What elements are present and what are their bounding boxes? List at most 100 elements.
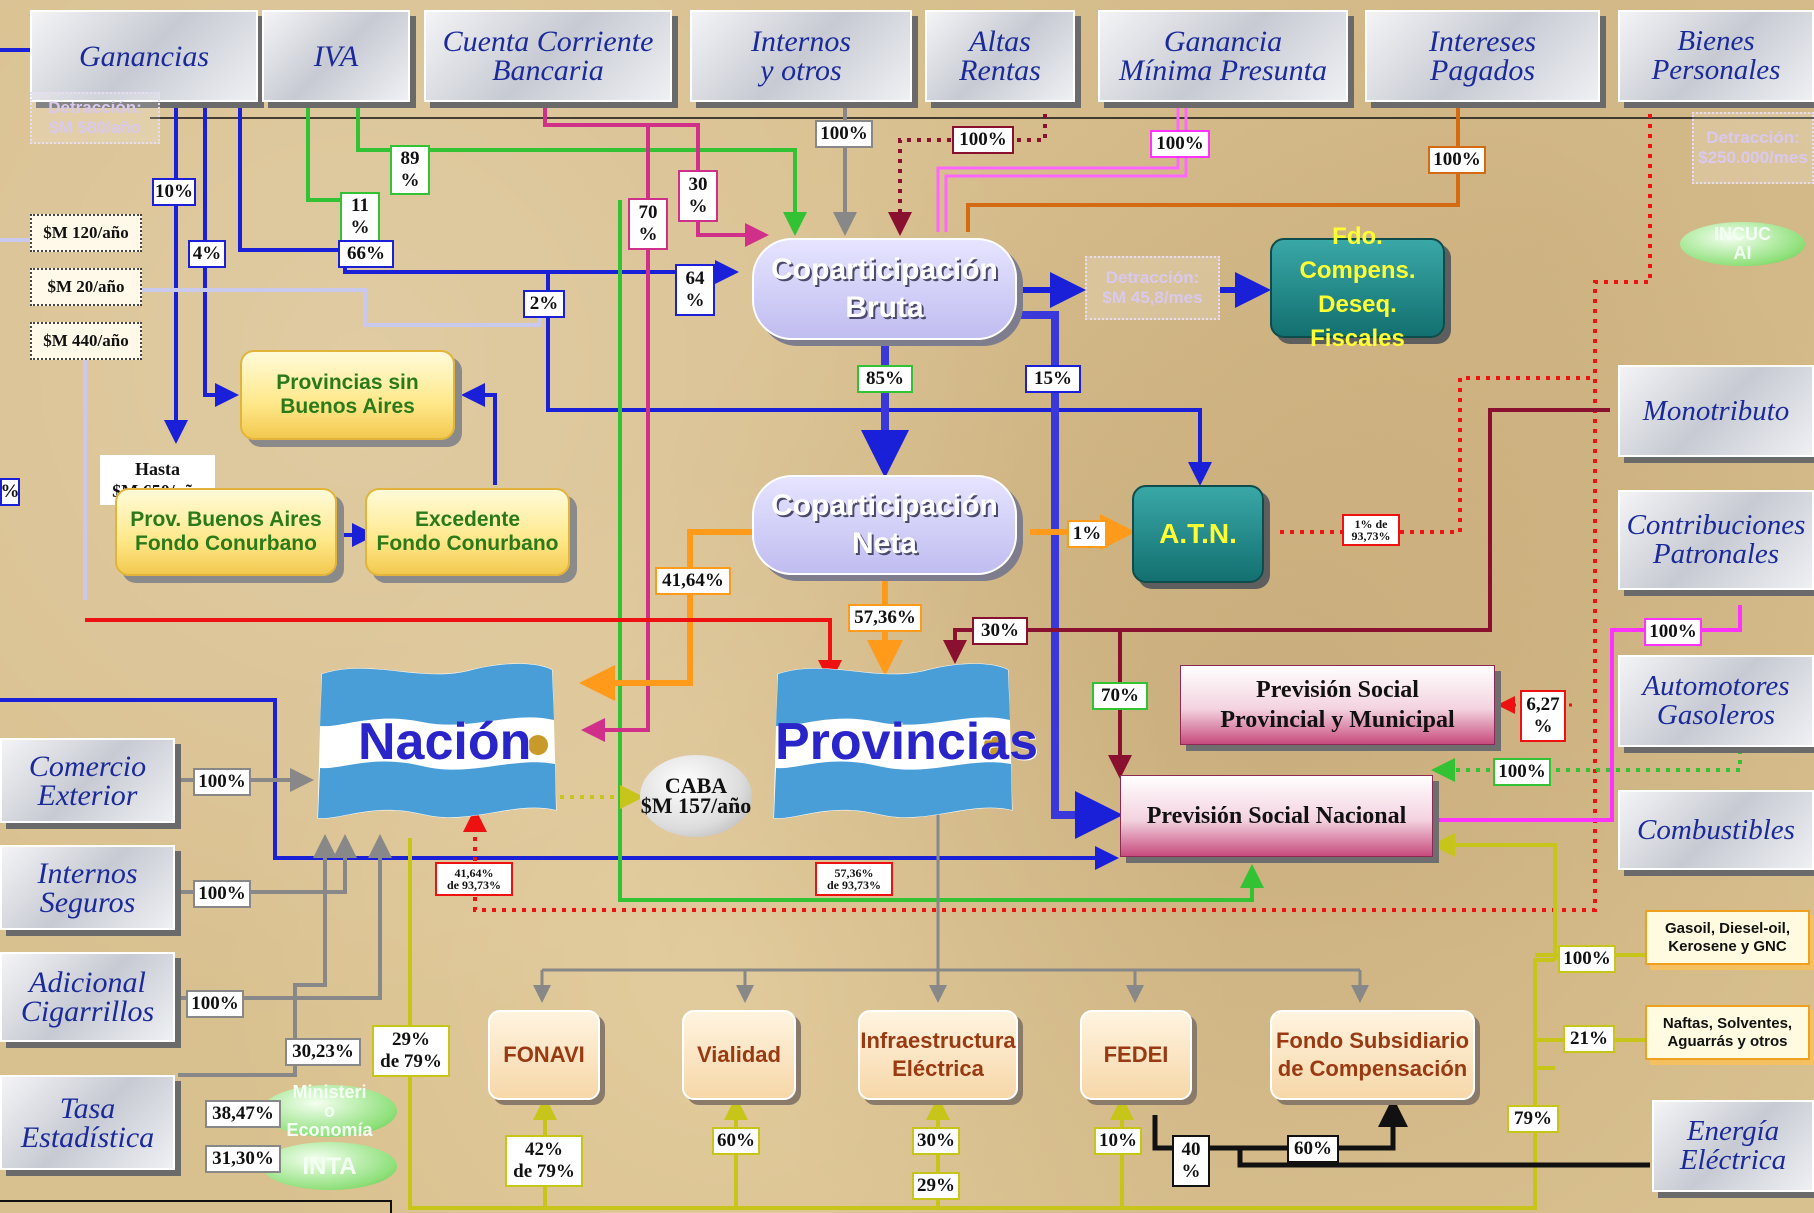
pct-15-text: 15% xyxy=(1034,368,1072,389)
pct-40: 40 % xyxy=(1172,1135,1210,1187)
tax-altas-rentas: Altas Rentas xyxy=(925,10,1075,102)
pct-60: 60% xyxy=(712,1127,760,1155)
tax-intereses-pagados: Intereses Pagados xyxy=(1365,10,1600,102)
detraccion-bruta: Detracción: $M 45,8/mes xyxy=(1085,256,1220,320)
pct-89-text: 89 % xyxy=(400,148,420,191)
pct-41-de: 41,64% de 93,73% xyxy=(435,862,513,896)
node-caba-label: CABA $M 157/año xyxy=(640,773,752,818)
pct-100-cigarrillos-text: 100% xyxy=(191,993,239,1014)
pct-41-de-text: 41,64% de 93,73% xyxy=(447,866,501,892)
node-excedente: Excedente Fondo Conurbano xyxy=(365,488,570,576)
tax-adicional-cigarrillos-label: Adicional Cigarrillos xyxy=(20,966,155,1028)
node-ministerio-label: Ministeri o Economía xyxy=(286,1081,373,1140)
node-fonavi: FONAVI xyxy=(488,1010,600,1100)
flag-provincias-label: Provincias xyxy=(775,713,1039,771)
frame-line xyxy=(0,1200,392,1202)
flag-nacion-label: Nación xyxy=(358,713,532,771)
node-vialidad: Vialidad xyxy=(682,1010,796,1100)
pct-1-text: 1% xyxy=(1072,523,1102,544)
pct-100-intereses-text: 100% xyxy=(1433,149,1481,170)
pct-57-36-text: 57,36% xyxy=(854,607,916,628)
detraccion-bruta-text: Detracción: $M 45,8/mes xyxy=(1102,268,1203,307)
tax-tasa-estadistica: Tasa Estadística xyxy=(0,1075,175,1170)
node-infraestructura: Infraestructura Eléctrica xyxy=(858,1010,1018,1100)
tax-bienes-personales-label: Bienes Personales xyxy=(1651,25,1781,86)
pct-66: 66% xyxy=(338,240,394,268)
node-atn-label: A.T.N. xyxy=(1159,518,1237,549)
pct-64-text: 64 % xyxy=(685,268,705,311)
pct-100-seguros-text: 100% xyxy=(198,883,246,904)
frame-line-vertical xyxy=(390,1200,392,1213)
pct-100-auto-text: 100% xyxy=(1498,761,1546,782)
tax-internos-otros-label: Internos y otros xyxy=(751,25,851,87)
pct-100-seguros: 100% xyxy=(193,880,251,908)
pct-30b-text: 30% xyxy=(981,620,1019,641)
pct-85: 85% xyxy=(857,365,913,393)
pct-30c: 30% xyxy=(912,1127,960,1155)
tax-comercio-exterior-label: Comercio Exterior xyxy=(28,749,147,812)
pct-100-altas-text: 100% xyxy=(959,129,1007,150)
pct-60b-text: 60% xyxy=(1294,1138,1332,1159)
pct-57-36: 57,36% xyxy=(848,604,922,632)
amount-120-text: $M 120/año xyxy=(43,223,129,242)
node-prevision-nacional-label: Previsión Social Nacional xyxy=(1146,803,1407,829)
tax-combustibles-label: Combustibles xyxy=(1637,813,1795,846)
pct-89: 89 % xyxy=(390,145,430,195)
pct-57-de-text: 57,36% de 93,73% xyxy=(827,866,881,892)
tax-ganancia-minima-label: Ganancia Mínima Presunta xyxy=(1118,25,1328,87)
node-ministerio: Ministeri o Economía xyxy=(262,1081,397,1140)
pct-79-text: 79% xyxy=(1514,1108,1552,1129)
node-coparticipacion-bruta-label: Coparticipación Bruta xyxy=(771,253,998,324)
pct-100-gmp: 100% xyxy=(1150,130,1210,158)
node-naftas-label: Naftas, Solventes, Aguarrás y otros xyxy=(1662,1014,1793,1050)
tax-ganancias-label: Ganancias xyxy=(79,39,209,73)
tax-energia-electrica: Energía Eléctrica xyxy=(1652,1100,1814,1192)
amount-120: $M 120/año xyxy=(30,214,142,252)
pct-38-47: 38,47% xyxy=(205,1100,281,1128)
tax-bienes-personales: Bienes Personales xyxy=(1618,10,1814,102)
pct-40-text: 40 % xyxy=(1181,1139,1201,1182)
node-coparticipacion-bruta: Coparticipación Bruta xyxy=(752,238,1017,340)
pct-100-comercio-text: 100% xyxy=(198,771,246,792)
pct-100-cigarrillos: 100% xyxy=(186,990,244,1018)
tax-internos-otros: Internos y otros xyxy=(690,10,912,102)
tax-combustibles: Combustibles xyxy=(1618,790,1814,870)
pct-41-64: 41,64% xyxy=(655,567,731,595)
node-infraestructura-label: Infraestructura Eléctrica xyxy=(860,1028,1016,1081)
pct-100-gasoil: 100% xyxy=(1558,945,1616,973)
node-caba: CABA $M 157/año xyxy=(640,755,752,837)
pct-42-de-79: 42% de 79% xyxy=(505,1135,583,1187)
amount-440: $M 440/año xyxy=(30,322,142,360)
node-naftas: Naftas, Solventes, Aguarrás y otros xyxy=(1645,1005,1810,1060)
pct-42-de-79-text: 42% de 79% xyxy=(513,1139,575,1182)
tax-monotributo: Monotributo xyxy=(1618,365,1814,457)
pct-21: 21% xyxy=(1563,1025,1615,1053)
pct-60-text: 60% xyxy=(717,1130,755,1151)
node-prevision-nacional: Previsión Social Nacional xyxy=(1120,775,1433,857)
tax-internos-seguros: Internos Seguros xyxy=(0,845,175,930)
node-vialidad-label: Vialidad xyxy=(697,1042,781,1067)
pct-6-27-text: 6,27 % xyxy=(1526,694,1560,737)
pct-left-edge-text: % xyxy=(0,481,20,502)
pct-100-gasoil-text: 100% xyxy=(1563,948,1611,969)
node-prevision-provincial-label: Previsión Social Provincial y Municipal xyxy=(1220,677,1455,733)
detraccion-bienes: Detracción: $250.000/mes xyxy=(1692,112,1814,184)
pct-30a: 30 % xyxy=(678,170,718,222)
node-gasoil: Gasoil, Diesel-oil, Kerosene y GNC xyxy=(1645,910,1810,965)
node-atn: A.T.N. xyxy=(1132,485,1264,583)
pct-29-text: 29% xyxy=(917,1175,955,1196)
pct-70b-text: 70% xyxy=(1101,685,1139,706)
flag-nacion xyxy=(317,663,557,819)
pct-1-de: 1% de 93,73% xyxy=(1342,514,1400,546)
pct-31-30-text: 31,30% xyxy=(212,1148,274,1169)
pct-79: 79% xyxy=(1507,1105,1559,1133)
tax-iva: IVA xyxy=(262,10,410,102)
amount-20: $M 20/año xyxy=(30,268,142,306)
node-incucai: INCUC AI xyxy=(1680,222,1805,266)
pct-30b: 30% xyxy=(972,617,1028,645)
node-inta: INTA xyxy=(262,1142,397,1190)
pct-100-gmp-text: 100% xyxy=(1156,133,1204,154)
pct-30-23: 30,23% xyxy=(285,1038,361,1066)
tax-energia-electrica-label: Energía Eléctrica xyxy=(1679,1115,1787,1176)
